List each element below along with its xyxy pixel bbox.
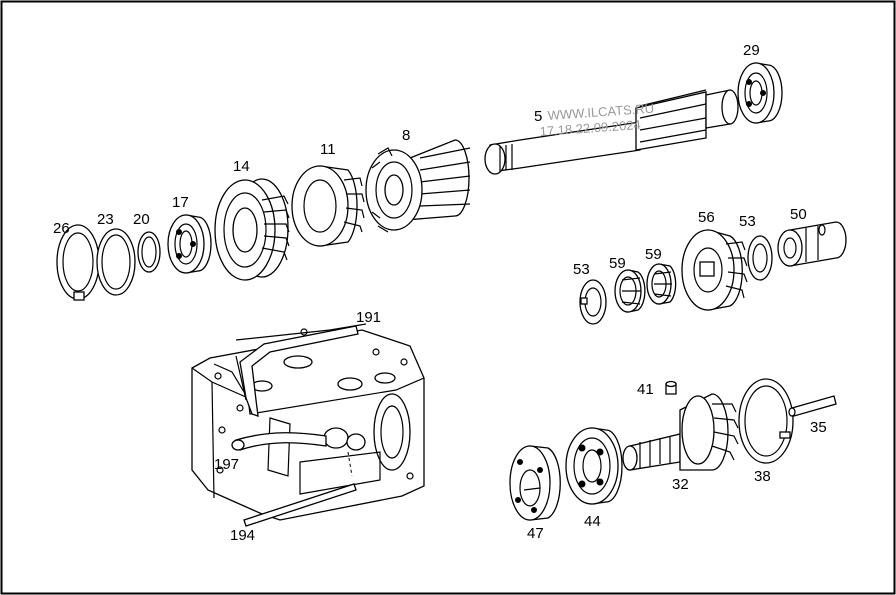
part-47-shape[interactable] (509, 445, 561, 521)
label-part-53b: 53 (739, 213, 756, 230)
label-part-38: 38 (754, 468, 771, 485)
part-11-shape[interactable] (291, 165, 365, 247)
watermark-line-1: WWW.ILCATS.RU (547, 101, 654, 123)
part-14-shape[interactable] (214, 178, 290, 281)
label-part-44: 44 (584, 513, 601, 530)
part-8-shape[interactable] (365, 139, 471, 233)
part-53a-shape[interactable] (579, 279, 607, 325)
part-20-shape[interactable] (137, 231, 161, 273)
label-part-20: 20 (133, 211, 150, 228)
part-35-shape[interactable] (788, 395, 837, 417)
label-part-29: 29 (743, 42, 760, 59)
label-part-32: 32 (672, 476, 689, 493)
part-5-shape[interactable] (484, 89, 739, 175)
label-part-53a: 53 (573, 261, 590, 278)
label-part-50: 50 (790, 206, 807, 223)
label-part-194: 194 (230, 527, 255, 544)
part-housing-shape[interactable] (191, 323, 425, 521)
part-53b-shape[interactable] (747, 235, 773, 281)
part-194-shape[interactable] (243, 483, 357, 527)
label-part-23: 23 (97, 211, 114, 228)
label-part-5: 5 (534, 108, 542, 125)
label-part-197: 197 (214, 456, 239, 473)
part-56-shape[interactable] (681, 229, 748, 311)
watermark-line-2: 17.18 22.09.2024 (539, 117, 641, 139)
part-44-shape[interactable] (565, 427, 623, 505)
label-part-59a: 59 (609, 255, 626, 272)
part-41-shape[interactable] (665, 380, 677, 395)
part-32-shape[interactable] (622, 393, 739, 471)
part-23-shape[interactable] (96, 228, 136, 296)
label-part-59b: 59 (645, 246, 662, 263)
label-part-35: 35 (810, 419, 827, 436)
part-50-shape[interactable] (777, 221, 847, 267)
label-part-11: 11 (320, 141, 336, 158)
part-17-shape[interactable] (167, 214, 212, 274)
part-59b-shape[interactable] (646, 263, 677, 305)
label-part-8: 8 (402, 127, 410, 144)
part-59a-shape[interactable] (614, 269, 646, 313)
label-part-14: 14 (233, 158, 250, 175)
part-38-shape[interactable] (738, 378, 794, 464)
label-part-56: 56 (698, 209, 715, 226)
part-191-shape[interactable] (213, 325, 359, 417)
part-26-shape[interactable] (56, 224, 100, 301)
label-part-26: 26 (53, 220, 70, 237)
label-part-41: 41 (637, 381, 654, 398)
part-197-shape[interactable] (231, 432, 327, 451)
label-part-47: 47 (527, 525, 544, 542)
label-part-17: 17 (172, 194, 189, 211)
label-part-191: 191 (356, 309, 381, 326)
part-29-shape[interactable] (737, 62, 783, 124)
